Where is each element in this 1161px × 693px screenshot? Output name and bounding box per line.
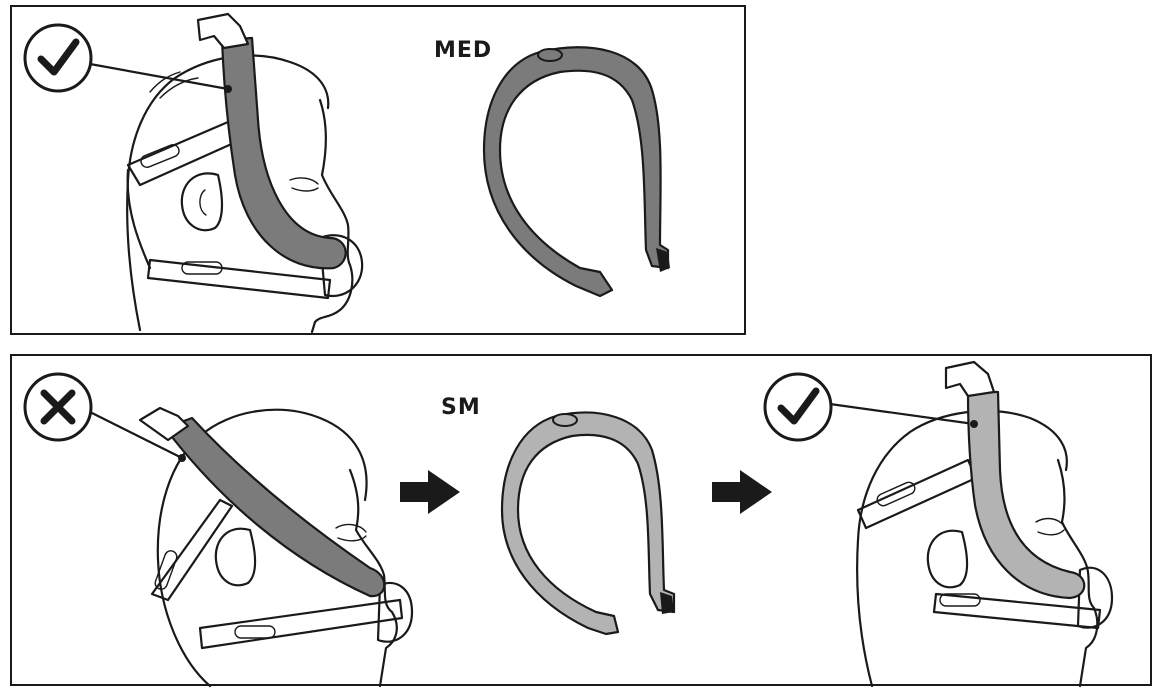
check-mark-icon — [23, 23, 93, 93]
elbow-connector-med — [196, 12, 250, 50]
arrow-right-icon — [400, 470, 460, 514]
head-profile-sm-correct — [856, 409, 1114, 688]
fit-point — [178, 454, 186, 462]
frame-on-head-med — [220, 36, 347, 270]
fit-point — [224, 85, 232, 93]
fit-point — [970, 420, 978, 428]
frame-med — [482, 46, 670, 298]
pointer-line — [89, 62, 229, 91]
check-mark-icon — [763, 372, 833, 442]
pointer-line — [829, 402, 975, 426]
size-label-med: MED — [434, 38, 493, 63]
pointer-line — [89, 411, 183, 459]
size-label-sm: SM — [441, 395, 481, 420]
elbow-connector-sm-correct — [944, 360, 996, 398]
arrow-right-icon — [712, 470, 772, 514]
frame-sm — [500, 411, 676, 636]
frame-on-head-sm-correct — [966, 390, 1086, 600]
frame-on-head-sm-wrong — [163, 416, 386, 598]
elbow-connector-sm-wrong — [138, 406, 190, 442]
x-mark-icon — [23, 372, 93, 442]
